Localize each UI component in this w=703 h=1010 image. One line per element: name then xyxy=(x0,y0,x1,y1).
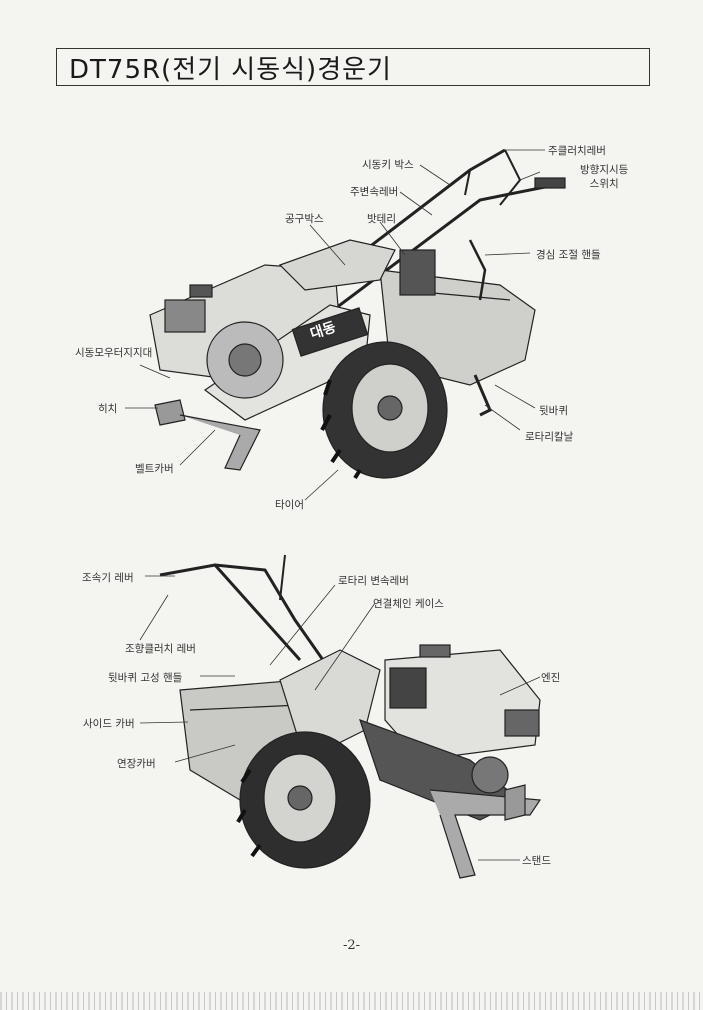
label-tire: 타이어 xyxy=(275,499,304,511)
figure-1-tiller xyxy=(149,148,566,480)
label-extension-cover: 연장카버 xyxy=(117,758,156,770)
label-depth-handle: 경심 조절 핸들 xyxy=(536,249,601,261)
label-speed-lever: 조속기 레버 xyxy=(82,572,134,584)
label-starter-box: 시동키 박스 xyxy=(362,159,414,171)
label-rear-wheel-handle: 뒷바퀴 고성 핸들 xyxy=(108,672,183,684)
label-battery: 밧테리 xyxy=(367,213,396,225)
label-direction-switch-line2: 스위치 xyxy=(589,178,619,190)
leader-lines xyxy=(125,149,545,861)
label-starter-motor-support: 시동모우터지지대 xyxy=(75,347,153,359)
label-rotary-blade: 로타리칼날 xyxy=(525,431,574,443)
figure-2-tiller xyxy=(159,554,542,879)
label-steering-clutch-lever: 조향클러치 레버 xyxy=(125,643,196,655)
label-direction-switch: 방향지시등 스위치 xyxy=(580,163,628,191)
label-side-cover: 사이드 카버 xyxy=(83,718,135,730)
scan-artifact-strip xyxy=(0,992,703,1010)
label-stand: 스탠드 xyxy=(522,855,551,867)
label-main-clutch-lever: 주클러치레버 xyxy=(548,145,606,157)
label-main-shift-lever: 주변속레버 xyxy=(350,186,399,198)
label-rotary-shift-lever: 로타리 변속레버 xyxy=(338,575,409,587)
label-hitch: 히치 xyxy=(98,403,118,415)
page-title: DT75R(전기 시동식)경운기 xyxy=(56,48,650,86)
page-number: -2- xyxy=(342,938,361,953)
label-engine: 엔진 xyxy=(541,672,561,684)
label-belt-cover: 벨트카버 xyxy=(135,463,174,475)
label-direction-switch-line1: 방향지시등 xyxy=(580,164,629,176)
label-rear-wheel: 뒷바퀴 xyxy=(539,405,568,417)
label-chain-case: 연결체인 케이스 xyxy=(373,598,444,610)
label-tool-box: 공구박스 xyxy=(285,213,324,225)
